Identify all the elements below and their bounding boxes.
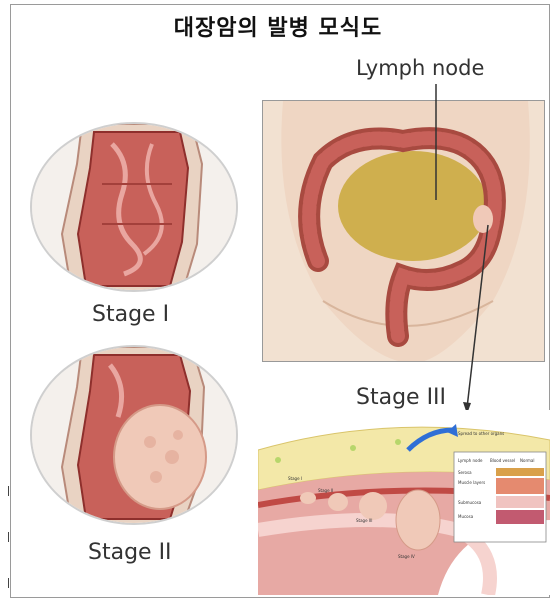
legend-blood: Blood vessel <box>490 458 515 463</box>
colon-wall-cross-section-icon: Spread to other organs Normal Lymph node… <box>258 410 550 595</box>
legend-serosa: Serosa <box>458 470 472 475</box>
inset-stage-label: Stage IV <box>398 554 415 559</box>
inset-stage-label: Stage II <box>318 488 333 493</box>
stage-progression-inset: Spread to other organs Normal Lymph node… <box>258 410 550 595</box>
legend-normal: Normal <box>520 458 534 463</box>
stage3-label: Stage III <box>356 385 446 410</box>
legend-submucosa: Submucosa <box>458 500 482 505</box>
inset-stage-label: Stage III <box>356 518 372 523</box>
spread-note: Spread to other organs <box>458 431 504 436</box>
margin-tick <box>8 486 9 496</box>
margin-tick <box>8 578 9 588</box>
margin-tick <box>8 532 9 542</box>
legend-muscle: Muscle layers <box>458 480 485 485</box>
legend-mucosa: Mucosa <box>458 514 474 519</box>
legend-lymph: Lymph node <box>458 458 483 463</box>
inset-stage-label: Stage I <box>288 476 302 481</box>
